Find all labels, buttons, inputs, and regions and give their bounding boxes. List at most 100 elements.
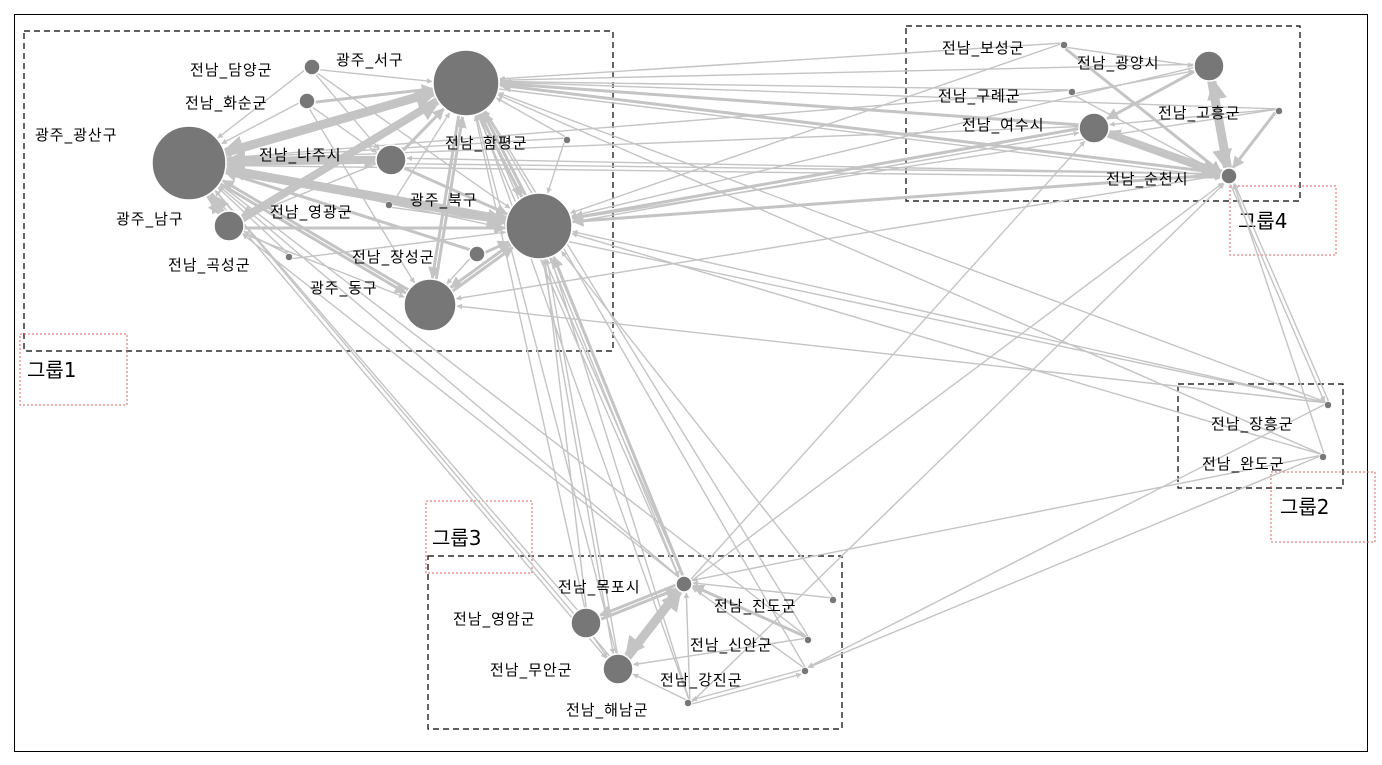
edge-jangseong-to-gwangsan	[224, 170, 471, 252]
node-gangjin[interactable]	[801, 667, 809, 675]
node-label-hampyeong: 전남_함평군	[445, 134, 528, 153]
edge-damyang-to-bukgu	[317, 72, 511, 209]
edge-sinan-to-muan	[632, 637, 805, 667]
node-layer	[151, 41, 1332, 707]
edge-muan-to-seogu	[475, 114, 617, 655]
edge-bukgu-to-yeosu	[571, 130, 1080, 223]
node-label-haenam: 전남_해남군	[566, 701, 649, 720]
node-gurye[interactable]	[1068, 88, 1076, 96]
node-gwangyang[interactable]	[1193, 50, 1225, 82]
group-1-box	[23, 30, 614, 352]
edge-hampyeong-to-seogu	[496, 97, 566, 138]
node-suncheon[interactable]	[1220, 167, 1238, 185]
edge-boseong-to-bukgu	[569, 43, 1061, 215]
node-label-bukgu: 광주_북구	[410, 191, 478, 210]
node-hampyeong[interactable]	[563, 136, 571, 144]
edge-donggu-to-seogu	[434, 115, 467, 280]
node-boseong[interactable]	[1060, 41, 1068, 49]
node-label-seogu: 광주_서구	[336, 51, 404, 70]
edge-naju-to-namgu	[242, 163, 377, 219]
group-4-label-box	[1229, 185, 1337, 256]
edge-donggu-to-gwangsan	[221, 179, 410, 292]
node-yeonggwang[interactable]	[385, 201, 393, 209]
edge-yeosu-to-gwangsan	[226, 125, 1079, 163]
group-1-label: 그룹1	[27, 358, 77, 382]
node-hwasun[interactable]	[298, 92, 316, 110]
node-label-muan: 전남_무안군	[490, 661, 573, 680]
node-goheung[interactable]	[1275, 107, 1283, 115]
edge-gangjin-to-mokpo	[692, 587, 804, 668]
node-naju[interactable]	[375, 144, 407, 176]
edge-mokpo-to-yeosu	[690, 140, 1086, 580]
edge-jangheung-to-suncheon	[1233, 182, 1330, 402]
node-label-jangseong: 전남_장성군	[352, 248, 435, 267]
node-donggu[interactable]	[403, 278, 457, 332]
node-gwangsan[interactable]	[151, 125, 227, 201]
edge-gangjin-to-haenam	[691, 669, 802, 702]
edge-mokpo-to-yeongam	[599, 583, 677, 617]
diagram-frame	[14, 14, 1368, 752]
node-namgu[interactable]	[213, 210, 245, 242]
label-layer: 광주_광산구광주_서구광주_북구광주_동구광주_남구전남_나주시전남_담양군전남…	[35, 39, 1293, 720]
edge-seogu-to-gwangsan	[223, 87, 435, 156]
node-yeongam[interactable]	[570, 607, 602, 639]
node-label-sinan: 전남_신안군	[690, 636, 773, 655]
edge-goheung-to-yeosu	[1109, 108, 1276, 127]
edge-wando-to-seogu	[497, 94, 1321, 455]
edge-bukgu-to-gwangsan	[224, 161, 508, 221]
edge-gokseong-to-namgu	[243, 230, 288, 255]
node-haenam[interactable]	[684, 699, 692, 707]
edge-mokpo-to-gwangsan	[218, 185, 680, 578]
group-3-box	[427, 555, 843, 730]
node-label-mokpo: 전남_목포시	[558, 578, 641, 597]
node-damyang[interactable]	[303, 58, 321, 76]
node-yeosu[interactable]	[1078, 112, 1110, 144]
edge-mokpo-to-muan	[624, 587, 680, 657]
edge-wando-to-gangjin	[807, 455, 1320, 669]
node-label-jindo: 전남_진도군	[714, 597, 797, 616]
edge-bukgu-to-seogu	[481, 111, 528, 197]
edge-yeongam-to-muan	[592, 636, 608, 658]
edge-bukgu-to-muan	[542, 258, 616, 655]
node-bukgu[interactable]	[505, 192, 573, 260]
node-jindo[interactable]	[829, 596, 837, 604]
edge-donggu-to-bukgu	[451, 246, 514, 293]
edge-yeongam-to-seogu	[473, 115, 586, 609]
node-label-yeongam: 전남_영암군	[453, 610, 536, 629]
edge-gwangsan-to-seogu	[224, 89, 436, 158]
node-mokpo[interactable]	[675, 575, 693, 593]
node-jangseong[interactable]	[468, 245, 486, 263]
edge-seogu-to-suncheon	[498, 88, 1221, 180]
edge-bukgu-to-mokpo	[548, 257, 680, 577]
edge-wando-to-mokpo	[691, 455, 1320, 583]
edge-jangseong-to-bukgu	[484, 240, 510, 254]
node-label-donggu: 광주_동구	[310, 279, 378, 298]
edge-yeosu-to-seogu	[498, 78, 1080, 127]
edge-gwangsan-to-muan	[210, 192, 607, 659]
edge-gokseong-to-gwangsan	[217, 187, 289, 254]
edge-hwasun-to-seogu	[315, 84, 434, 104]
edge-haenam-to-bukgu	[549, 257, 690, 700]
edge-jindo-to-mokpo	[692, 580, 830, 599]
node-gokseong[interactable]	[285, 253, 293, 261]
node-sinan[interactable]	[804, 636, 812, 644]
edge-mokpo-to-seogu	[480, 112, 684, 577]
edge-yeosu-to-suncheon	[1106, 132, 1222, 179]
edge-hwasun-to-donggu	[308, 108, 415, 284]
node-jangheung[interactable]	[1324, 401, 1332, 409]
edge-mokpo-to-namgu	[242, 233, 680, 579]
edge-yeonggwang-to-bukgu	[392, 206, 506, 226]
node-label-hwasun: 전남_화순군	[185, 94, 268, 113]
node-seogu[interactable]	[432, 49, 500, 117]
edge-gurye-to-gwangyang	[1075, 69, 1195, 95]
node-label-goheung: 전남_고흥군	[1158, 104, 1241, 123]
node-muan[interactable]	[602, 653, 634, 685]
edge-wando-to-suncheon	[1232, 183, 1325, 454]
node-label-gokseong: 전남_곡성군	[168, 256, 251, 275]
edge-jangheung-to-bukgu	[572, 229, 1326, 403]
edge-goheung-to-suncheon	[1231, 111, 1277, 169]
node-wando[interactable]	[1319, 453, 1327, 461]
edge-hwasun-to-naju	[311, 106, 378, 154]
edge-yeongam-to-mokpo	[600, 587, 678, 621]
node-label-gwangyang: 전남_광양시	[1077, 54, 1160, 73]
